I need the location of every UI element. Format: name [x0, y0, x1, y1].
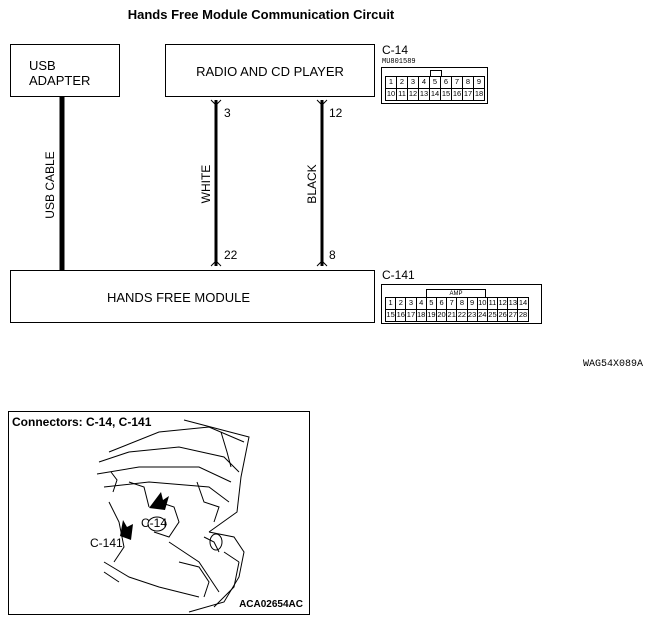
black-wire-label: BLACK: [305, 164, 319, 204]
connector-c141-name: C-141: [382, 268, 415, 282]
black-wire-pin-bottom: 8: [329, 248, 336, 262]
photo-label-c14: C-14: [141, 516, 168, 530]
connector-c14-part-number: MU801589: [382, 58, 416, 66]
black-wire-top-terminal: [316, 99, 328, 106]
black-wire-bottom-terminal: [316, 260, 328, 267]
radio-cd-player-box: RADIO AND CD PLAYER: [165, 44, 375, 97]
usb-cable-label: USB CABLE: [43, 151, 57, 219]
connector-location-photo: Connectors: C-14, C-141: [8, 411, 310, 615]
connector-c141-amp-tag: AMP: [426, 289, 486, 298]
diagram-reference-code: WAG54X089A: [583, 359, 644, 370]
white-wire-pin-top: 3: [224, 106, 231, 120]
connector-pin: 28: [517, 309, 529, 322]
photo-title: Connectors: C-14, C-141: [12, 415, 152, 429]
connector-c14-name: C-14: [382, 43, 409, 57]
connector-pin: 18: [473, 88, 485, 101]
dashboard-illustration: [96, 419, 250, 613]
white-wire-bottom-terminal: [210, 260, 222, 267]
white-wire-pin-bottom: 22: [224, 248, 238, 262]
radio-cd-player-label: RADIO AND CD PLAYER: [196, 64, 344, 79]
diagram-title: Hands Free Module Communication Circuit: [127, 7, 395, 22]
hands-free-module-label: HANDS FREE MODULE: [106, 290, 251, 305]
hands-free-module-box: HANDS FREE MODULE: [10, 270, 375, 323]
photo-reference-code: ACA02654AC: [239, 599, 303, 610]
usb-adapter-box: USB ADAPTER: [10, 44, 120, 97]
wiring-lines: [59, 96, 328, 271]
white-wire-label: WHITE: [199, 164, 213, 204]
connector-c14-key: [430, 70, 442, 77]
photo-label-c141: C-141: [90, 536, 123, 550]
black-wire-pin-top: 12: [329, 106, 343, 120]
usb-adapter-label: USB ADAPTER: [29, 58, 91, 88]
white-wire-top-terminal: [210, 99, 222, 106]
